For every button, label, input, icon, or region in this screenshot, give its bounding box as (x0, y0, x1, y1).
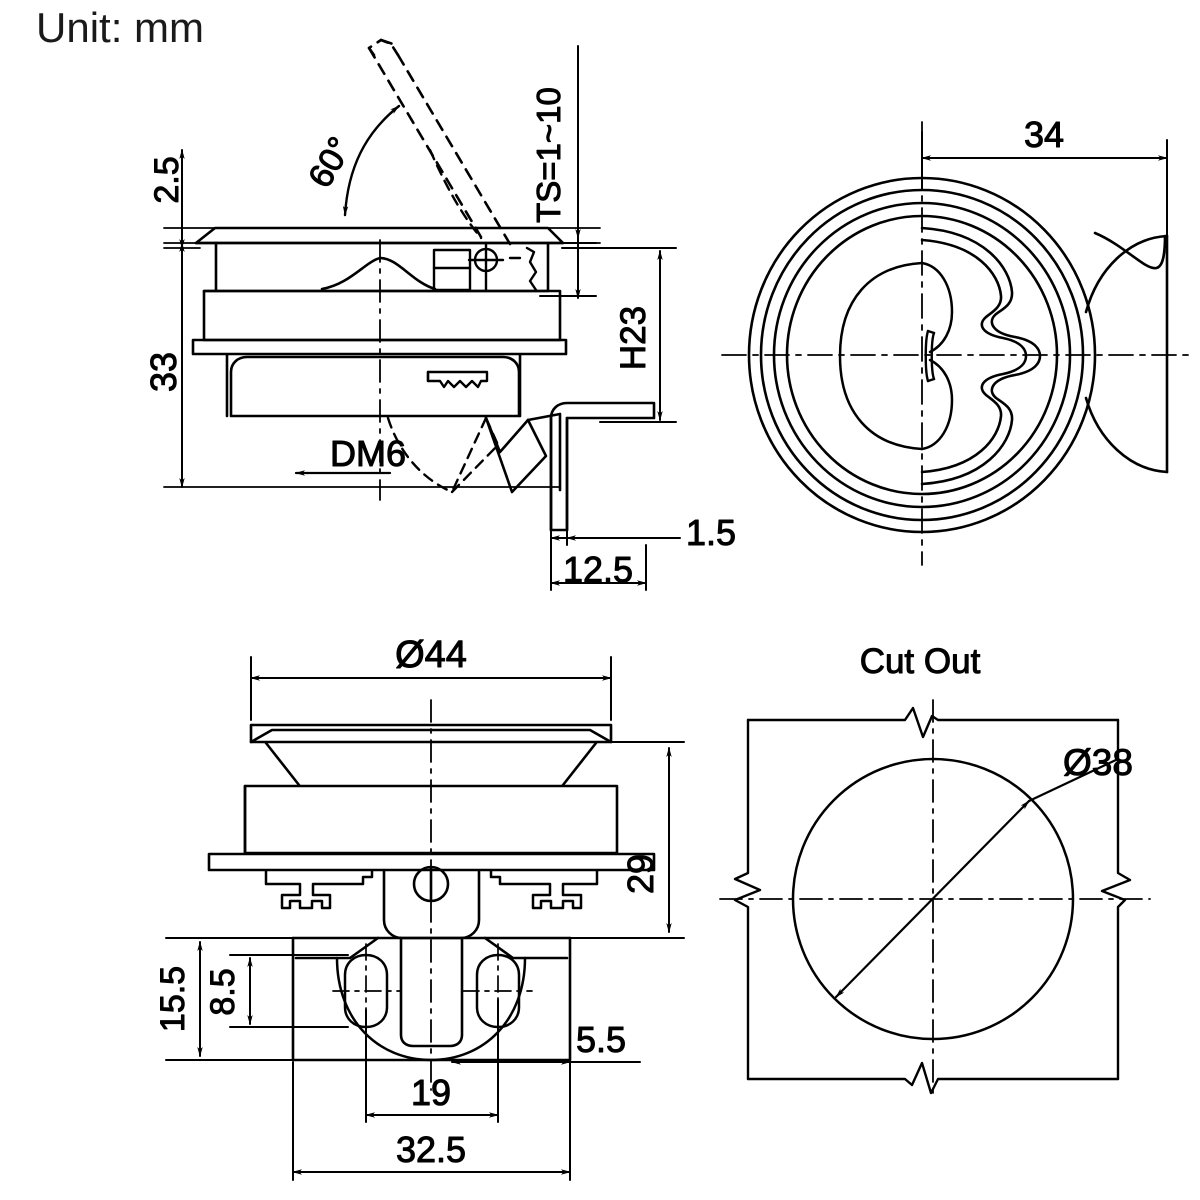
spline-nut-detail (426, 370, 489, 389)
dim-d44 (250, 656, 612, 721)
front-view: 34 (721, 114, 1196, 566)
dim-label-32p5: 32.5 (396, 1129, 466, 1170)
dim-19 (365, 1009, 499, 1123)
plan-center-bar (399, 936, 464, 1048)
dim-label-15p5: 15.5 (154, 966, 192, 1032)
cut-out-view: Cut Out (719, 642, 1151, 1101)
angle-arc-60 (342, 104, 401, 217)
dim-label-12p5: 12.5 (563, 549, 633, 590)
dim-label-d38: Ø38 (1063, 742, 1133, 783)
dim-label-1p5: 1.5 (686, 512, 736, 553)
cutout-panel-outline (733, 706, 1132, 1095)
plan-flange-bar (207, 852, 656, 872)
cam-phantom (386, 416, 500, 494)
side-section-view: 2.5 33 60° TS=1~10 (143, 38, 737, 591)
dim-8p5 (229, 954, 349, 1028)
mounting-flange-plate (191, 338, 568, 356)
dim-label-19: 19 (411, 1072, 451, 1113)
cam-lever (484, 412, 562, 494)
dim-label-d44: Ø44 (395, 634, 467, 676)
top-plan-view: Ø44 (154, 634, 685, 1181)
knob-side-profile (1084, 231, 1169, 474)
dim-34 (921, 131, 1168, 241)
dim-label-h23: H23 (614, 306, 653, 370)
handle-swing-dashed (428, 148, 483, 240)
dim-1p5 (550, 496, 681, 546)
plan-hole-centers (332, 943, 533, 1039)
plan-clip-right (489, 869, 599, 910)
knob-slot (924, 329, 936, 383)
dim-29 (539, 741, 685, 939)
cut-out-title: Cut Out (860, 642, 981, 681)
cutout-diameter-leader (834, 757, 1120, 999)
dim-32p5 (292, 1061, 571, 1181)
dim-label-60deg: 60° (301, 131, 360, 195)
dim-label-dm6: DM6 (330, 433, 406, 474)
lock-cylinder-detail (432, 241, 538, 292)
center-lines-front (721, 121, 1196, 566)
dim-label-29: 29 (620, 854, 661, 894)
construction-lines (163, 227, 601, 488)
pull-knob (920, 226, 1042, 486)
internal-hump (320, 256, 437, 291)
dim-5p5 (451, 999, 641, 1069)
dim-label-2p5: 2.5 (148, 156, 186, 203)
dim-h23 (561, 247, 677, 423)
dim-label-5p5: 5.5 (576, 1019, 626, 1060)
knob-dome (838, 261, 954, 451)
dim-15p5 (165, 937, 296, 1061)
lower-housing (225, 353, 522, 418)
plan-clip-left (264, 869, 374, 910)
dim-12p5 (550, 539, 647, 591)
plan-oblong-holes (343, 953, 521, 1029)
dim-label-ts: TS=1~10 (530, 87, 567, 223)
dim-label-8p5: 8.5 (204, 968, 242, 1015)
handle-raised-phantom (367, 38, 512, 246)
unit-label: Unit: mm (36, 4, 204, 51)
dim-label-34: 34 (1024, 114, 1064, 155)
plan-taper (264, 741, 598, 787)
dim-label-33: 33 (143, 352, 184, 392)
